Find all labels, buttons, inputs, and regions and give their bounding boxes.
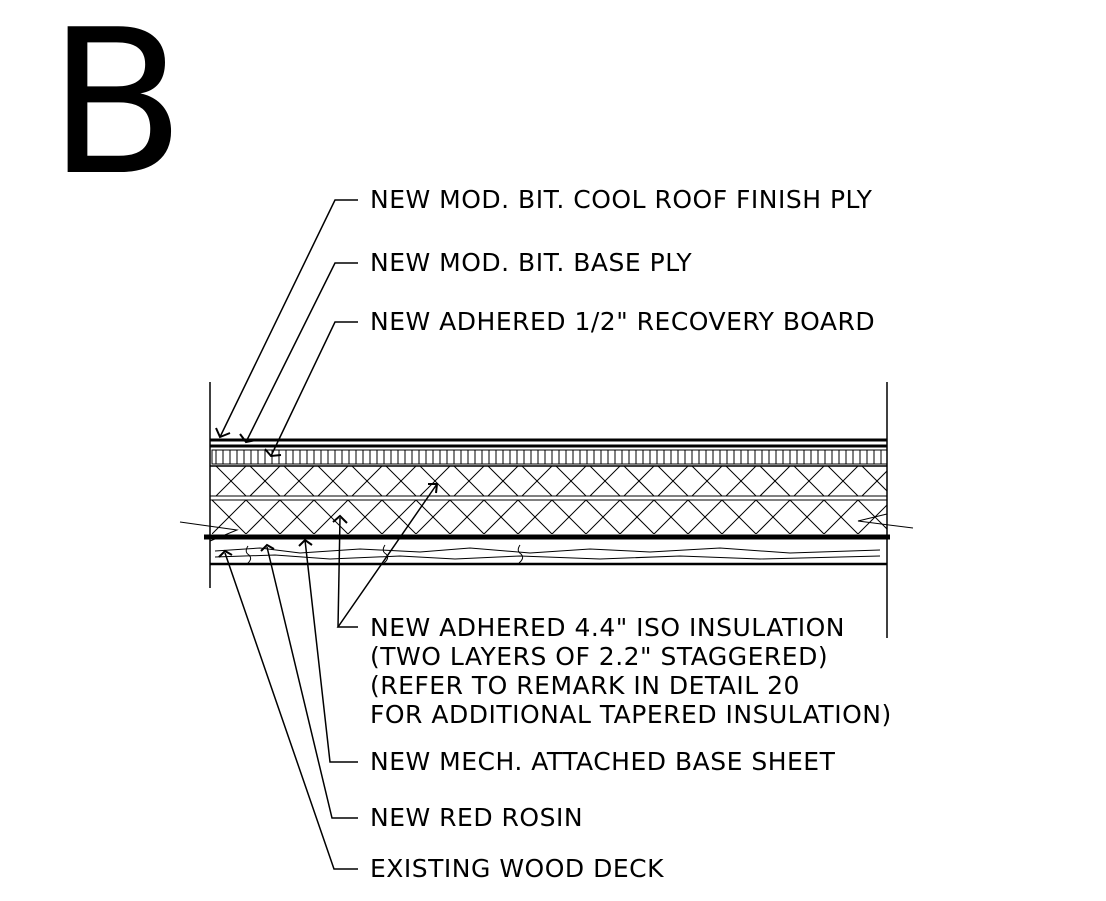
insulation-line-4: FOR ADDITIONAL TAPERED INSULATION) (370, 700, 892, 729)
insulation-hatch-line (755, 499, 791, 534)
recovery-board (211, 449, 888, 465)
labels-bottom: NEW MECH. ATTACHED BASE SHEET NEW RED RO… (370, 747, 836, 883)
insulation-hatch-line (793, 466, 825, 497)
insulation-hatch-line (555, 466, 587, 497)
insulation-hatch-line (653, 499, 689, 534)
insulation-hatch-line (245, 499, 281, 534)
insulation-hatch-line (892, 500, 926, 534)
label-finish-ply: NEW MOD. BIT. COOL ROOF FINISH PLY (370, 185, 873, 214)
insulation-hatch-line (585, 499, 621, 534)
insulation-hatch-line (892, 500, 926, 534)
insulation-line-1: NEW ADHERED 4.4" ISO INSULATION (370, 613, 845, 642)
label-recovery-board: NEW ADHERED 1/2" RECOVERY BOARD (370, 307, 875, 336)
insulation-hatch-line (212, 533, 213, 534)
insulation-hatch-line (381, 499, 417, 534)
insulation-hatch-line (725, 466, 757, 497)
insulation-hatch-line (896, 466, 926, 496)
label-base-sheet: NEW MECH. ATTACHED BASE SHEET (370, 747, 836, 776)
insulation-hatch-line (861, 466, 887, 492)
insulation-hatch-line (449, 499, 485, 534)
insulation-hatch-line (279, 499, 315, 534)
membrane-plies (210, 438, 887, 448)
insulation-hatch-line (521, 466, 553, 497)
section-edges (209, 382, 888, 638)
detail-letter: B (48, 0, 185, 220)
insulation-line-3: (REFER TO REMARK IN DETAIL 20 (370, 671, 800, 700)
labels-top: NEW MOD. BIT. COOL ROOF FINISH PLY NEW M… (370, 185, 875, 336)
insulation-hatch-line (759, 466, 791, 497)
insulation-hatch-line (789, 499, 825, 534)
insulation-hatch-line (691, 466, 723, 497)
insulation-hatch-line (347, 499, 383, 534)
insulation-hatch-line (249, 466, 281, 497)
insulation-hatch-line (317, 466, 349, 497)
insulation-hatch-line (453, 466, 485, 497)
break-lines (179, 513, 914, 542)
insulation-hatch-line (623, 466, 655, 497)
insulation-hatch-line (385, 466, 417, 497)
insulation-hatch-line (283, 466, 315, 497)
label-wood-deck: EXISTING WOOD DECK (370, 854, 664, 883)
insulation-line-2: (TWO LAYERS OF 2.2" STAGGERED) (370, 642, 828, 671)
insulation-hatch-line (657, 466, 689, 497)
insulation-hatch-line (687, 499, 723, 534)
wood-deck (210, 544, 887, 566)
insulation-hatch-line (212, 495, 213, 496)
label-iso-insulation: NEW ADHERED 4.4" ISO INSULATION (TWO LAY… (370, 613, 892, 729)
insulation-hatch-line (589, 466, 621, 497)
insulation-hatch-line (896, 466, 926, 496)
insulation-hatch-line (827, 466, 859, 497)
insulation-hatch-line (487, 466, 519, 497)
insulation-hatch-line (551, 499, 587, 534)
label-red-rosin: NEW RED ROSIN (370, 803, 583, 832)
insulation-hatch-line (419, 466, 451, 497)
insulation-hatch-line (619, 499, 655, 534)
label-base-ply: NEW MOD. BIT. BASE PLY (370, 248, 692, 277)
leader-lines (219, 199, 438, 870)
insulation-hatch-line (212, 466, 213, 467)
insulation-hatch-line (351, 466, 383, 497)
insulation-hatch-line (483, 499, 519, 534)
insulation-hatch-line (823, 499, 859, 534)
iso-insulation (210, 465, 926, 534)
insulation-hatch-line (212, 499, 247, 534)
insulation-hatch-line (212, 500, 213, 501)
insulation-hatch-line (215, 466, 247, 497)
insulation-hatch-line (721, 499, 757, 534)
insulation-hatch-line (517, 499, 553, 534)
insulation-hatch-line (313, 499, 349, 534)
arrowheads (215, 427, 439, 558)
